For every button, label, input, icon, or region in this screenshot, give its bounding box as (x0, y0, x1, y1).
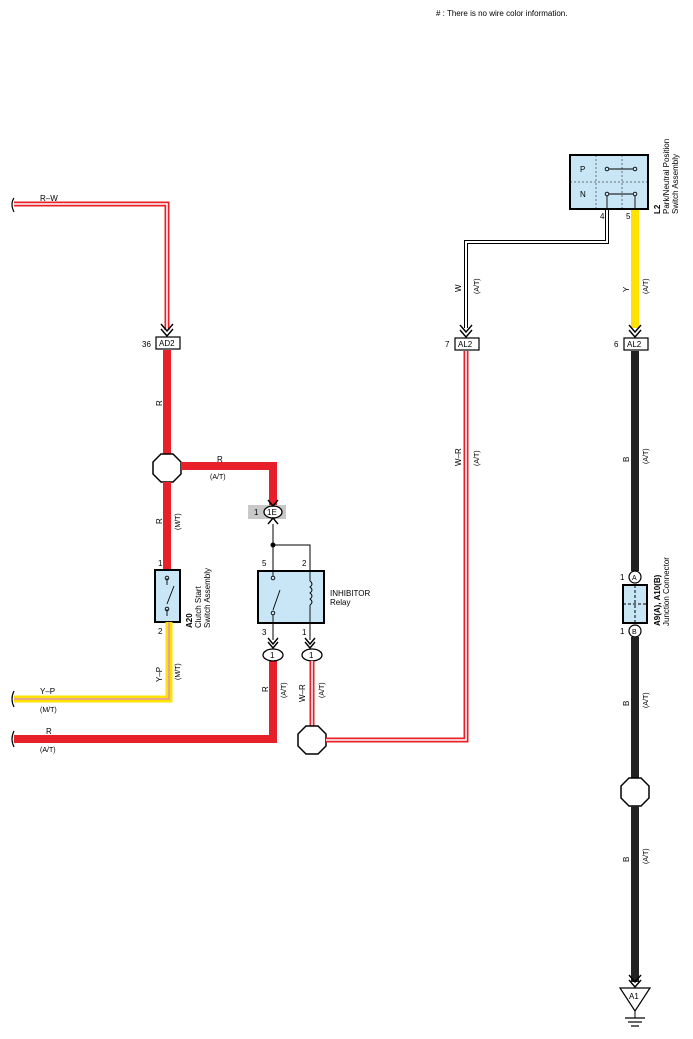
note-yp-horizontal: (M/T) (40, 707, 57, 714)
connector-relay-3-name: 1 (270, 651, 275, 660)
connector-1e-name: 1E (267, 508, 277, 517)
splice-right (620, 777, 650, 807)
note-w-top: (A/T) (474, 278, 481, 294)
label-r-at-branch: R (217, 455, 223, 464)
label-rw: R–W (40, 194, 58, 203)
clutch-pin-top: 1 (158, 559, 163, 568)
label-b-1: B (622, 457, 631, 462)
junction-id: A9(A), A10(B) (653, 574, 662, 626)
connector-al2-left-pin: 7 (445, 340, 450, 349)
relay-name-2: Relay (330, 598, 350, 607)
label-r-mt: R (155, 518, 164, 524)
connector-al2-left-name: AL2 (458, 340, 473, 349)
park-id: L2 (653, 204, 662, 214)
ground-name: A1 (629, 992, 639, 1001)
wire-r-at-branch (181, 462, 277, 506)
connector-relay-3 (262, 648, 284, 662)
arrow-relay-1 (304, 637, 316, 650)
clutch-id: A20 (185, 613, 194, 628)
label-b-2: B (622, 701, 631, 706)
wire-wr-al2 (326, 351, 469, 743)
label-r-relay-out: R (261, 686, 270, 692)
junction-connector (622, 570, 648, 638)
park-pin-4: 4 (600, 212, 605, 221)
wire-w-top (464, 210, 609, 328)
clutch-name-2: Switch Assembly (203, 568, 212, 628)
arrow-ground (628, 974, 642, 989)
clutch-pin-bottom: 2 (158, 627, 163, 636)
connector-al2-right-name: AL2 (627, 340, 642, 349)
connector-ad2-name: AD2 (159, 339, 175, 348)
wire-r-bottom (11, 661, 277, 748)
note-b-1: (A/T) (643, 448, 650, 464)
connector-1e-pin: 1 (254, 508, 259, 517)
splice-left (152, 453, 182, 483)
note-yp-vertical: (M/T) (175, 663, 182, 680)
label-y-top: Y (622, 286, 631, 292)
clutch-switch (154, 569, 181, 623)
wire-rw-in (11, 197, 170, 330)
connector-ad2 (155, 336, 181, 350)
note-r-mt: (M/T) (175, 513, 182, 530)
junction-label-b: B (632, 629, 637, 636)
relay-pin-2: 2 (302, 559, 307, 568)
relay-pin-1: 1 (302, 628, 307, 637)
arrow-relay-3 (267, 637, 279, 650)
park-neutral-switch (569, 154, 649, 210)
park-pin-5: 5 (626, 212, 631, 221)
note-wr-relay-out: (A/T) (319, 682, 326, 698)
ground-triangle (618, 987, 652, 1013)
wire-relay-pin2 (273, 544, 311, 571)
note-wr-al2: (A/T) (474, 450, 481, 466)
park-name-2: Switch Assembly (671, 154, 680, 214)
park-name-1: Park/Neutral Position (662, 139, 671, 214)
inhibitor-relay (257, 570, 325, 624)
note-y-top: (A/T) (643, 278, 650, 294)
wire-break-r (11, 730, 15, 748)
junction-label-a: A (632, 575, 637, 582)
wire-break-rw (11, 197, 15, 213)
junction-pin-bottom: 1 (620, 627, 625, 636)
note-b-3: (A/T) (643, 848, 650, 864)
arrow-ad2 (160, 323, 174, 338)
arrow-al2-left (459, 324, 473, 339)
arrow-1e (267, 499, 279, 525)
park-row-p: P (580, 165, 585, 174)
color-note: # : There is no wire color information. (436, 9, 567, 18)
junction-name: Junction Connector (662, 557, 671, 626)
label-yp-vertical: Y–P (155, 667, 164, 682)
splice-bottom (297, 725, 327, 755)
park-row-n: N (580, 190, 586, 199)
wire-break-yp (11, 690, 15, 708)
connector-al2-right-pin: 6 (614, 340, 619, 349)
connector-relay-1-name: 1 (309, 651, 314, 660)
wire-yp (11, 622, 173, 708)
note-r-at-branch: (A/T) (210, 474, 226, 481)
label-wr-relay-out: W–R (298, 684, 307, 702)
label-ad2-down: R (155, 400, 164, 406)
label-b-3: B (622, 857, 631, 862)
label-wr-al2: W–R (454, 448, 463, 466)
relay-pin-3: 3 (262, 628, 267, 637)
connector-ad2-pin: 36 (142, 340, 151, 349)
note-r-relay-out: (A/T) (281, 682, 288, 698)
arrow-al2-right (628, 324, 642, 339)
label-r-bottom: R (46, 727, 52, 736)
label-yp-horizontal: Y–P (40, 687, 55, 696)
connector-al2-left (454, 337, 480, 351)
junction-pin-top: 1 (620, 573, 625, 582)
clutch-name-1: Clutch Start (194, 585, 203, 628)
relay-name-1: INHIBITOR (330, 589, 371, 598)
connector-al2-right (623, 337, 649, 351)
relay-pin-5: 5 (262, 559, 267, 568)
label-w-top: W (454, 284, 463, 292)
note-r-bottom: (A/T) (40, 747, 56, 754)
note-b-2: (A/T) (643, 692, 650, 708)
